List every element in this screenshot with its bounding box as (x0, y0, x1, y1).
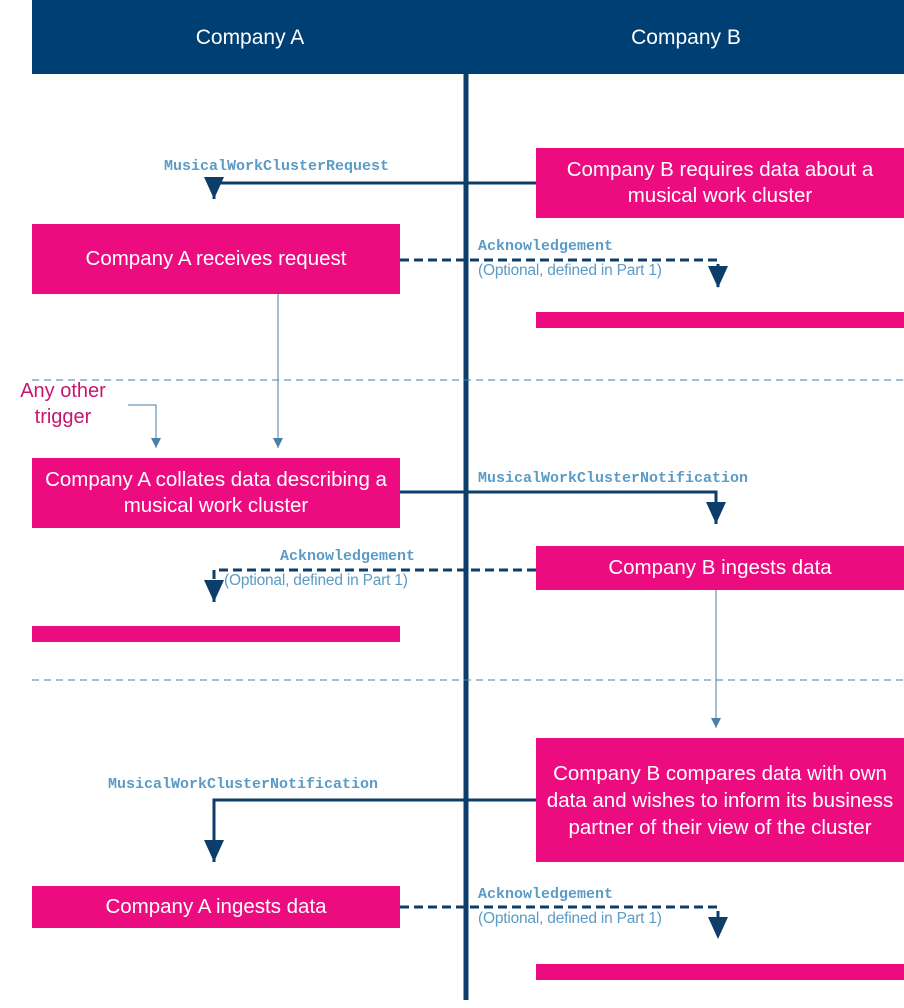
box-a-receives-request: Company A receives request (32, 224, 400, 294)
activation-bar-b-1 (536, 312, 904, 328)
label-ack-note-1: (Optional, defined in Part 1) (478, 262, 662, 279)
label-ack-1: Acknowledgement (478, 238, 614, 255)
box-b-compares-data: Company B compares data with own data an… (536, 738, 904, 862)
company-a-header: Company A (195, 26, 305, 49)
activation-bar-b-2 (536, 964, 904, 980)
label-ack-3: Acknowledgement (478, 886, 614, 903)
label-request: MusicalWorkClusterRequest (164, 158, 390, 175)
ack-arrow-1 (400, 258, 728, 288)
label-ack-2: Acknowledgement (280, 548, 416, 565)
notification-arrow-2 (204, 798, 536, 862)
label-ack-note-3: (Optional, defined in Part 1) (478, 910, 662, 927)
label-notification-1: MusicalWorkClusterNotification (478, 470, 749, 487)
header-bar (32, 0, 904, 74)
box-a-collates-data: Company A collates data describing a mus… (32, 458, 400, 528)
notification-arrow-1 (400, 490, 726, 524)
company-b-header: Company B (631, 26, 741, 49)
box-b-requires-data: Company B requires data about a musical … (536, 148, 904, 218)
request-arrow (204, 177, 536, 199)
label-other-trigger: Any other trigger (20, 380, 106, 428)
label-notification-2: MusicalWorkClusterNotification (108, 776, 379, 793)
label-ack-note-2: (Optional, defined in Part 1) (224, 572, 408, 589)
box-b-ingests-data: Company B ingests data (536, 546, 904, 590)
ack-arrow-2 (204, 568, 536, 602)
activation-bar-a-1 (32, 626, 400, 642)
ack-arrow-3 (400, 905, 728, 939)
other-trigger-arrow (128, 404, 161, 448)
box-a-ingests-data: Company A ingests data (32, 886, 400, 928)
